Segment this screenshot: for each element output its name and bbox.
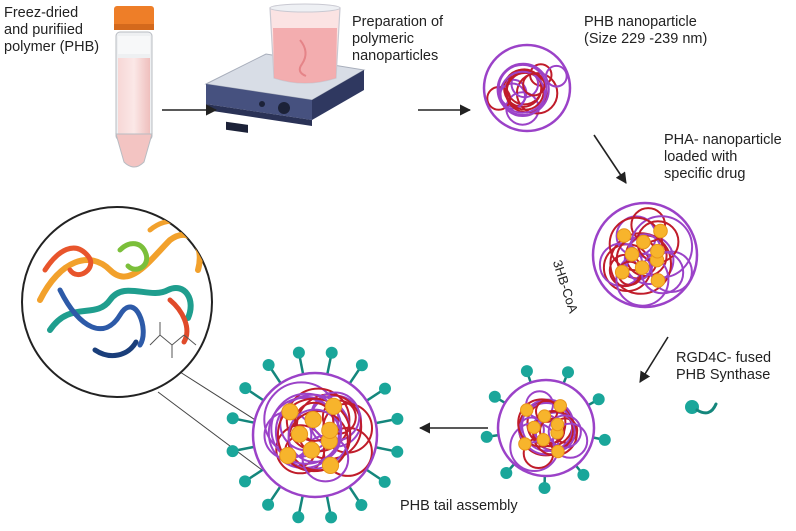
drug-molecule xyxy=(305,412,321,428)
arrow-nanoparticle-to-loaded xyxy=(594,135,626,183)
tail-assembled-nanoparticle xyxy=(227,347,404,524)
peptide-head xyxy=(239,382,251,394)
peptide-head xyxy=(481,431,493,443)
label-line: polymeric xyxy=(352,31,443,48)
zoom-connector-lower xyxy=(158,392,262,470)
peptide-head xyxy=(239,475,251,487)
drug-molecule xyxy=(651,274,665,288)
drug-molecule xyxy=(625,248,639,262)
drug-molecule xyxy=(537,434,549,446)
drug-molecule xyxy=(325,398,341,414)
peptide-head xyxy=(500,467,512,479)
peptide-head xyxy=(263,359,275,371)
peptide-head xyxy=(577,469,589,481)
label-line: nanoparticles xyxy=(352,48,443,65)
synthase-bound-nanoparticle xyxy=(481,365,611,494)
peptide-head xyxy=(292,511,304,523)
peptide-head xyxy=(227,445,239,457)
drug-molecule xyxy=(303,442,319,458)
peptide-head xyxy=(356,359,368,371)
drug-molecule xyxy=(521,404,533,416)
arrow-loaded-to-synthase xyxy=(640,337,668,382)
drug-molecule xyxy=(635,261,649,275)
peptide-head xyxy=(355,499,367,511)
drug-molecule xyxy=(637,235,651,249)
label-rgd4c-synthase: RGD4C- fused PHB Synthase xyxy=(676,350,771,384)
drug-molecule xyxy=(554,400,566,412)
drug-molecule xyxy=(322,457,338,473)
label-line: and purifiied xyxy=(4,22,99,39)
peptide-head xyxy=(521,365,533,377)
sample-tube-icon xyxy=(114,6,154,167)
drug-molecule xyxy=(322,422,338,438)
label-drug-loaded: PHA- nanoparticle loaded with specific d… xyxy=(664,132,782,183)
drug-molecule xyxy=(615,265,629,279)
peptide-head xyxy=(379,476,391,488)
peptide-head xyxy=(262,499,274,511)
label-phb-nanoparticle: PHB nanoparticle (Size 229 -239 nm) xyxy=(584,14,707,48)
label-line: Preparation of xyxy=(352,14,443,31)
drug-molecule xyxy=(519,438,531,450)
label-phb-tail-assembly: PHB tail assembly xyxy=(400,498,518,515)
label-line: PHA- nanoparticle xyxy=(664,132,782,149)
label-line: polymer (PHB) xyxy=(4,39,99,56)
peptide-head xyxy=(379,383,391,395)
label-line: RGD4C- fused xyxy=(676,350,771,367)
label-line: Freez-dried xyxy=(4,5,99,22)
peptide-head xyxy=(593,393,605,405)
peptide-head xyxy=(489,391,501,403)
drug-molecule xyxy=(654,224,668,238)
peptide-icon xyxy=(685,400,716,414)
drug-molecule xyxy=(651,244,665,258)
label-line: specific drug xyxy=(664,166,782,183)
peptide-head xyxy=(325,511,337,523)
drug-loaded-nanoparticle-icon xyxy=(593,203,697,307)
peptide-head xyxy=(391,446,403,458)
peptide-head xyxy=(293,347,305,359)
zoom-callout xyxy=(22,207,212,397)
label-line: PHB nanoparticle xyxy=(584,14,707,31)
peptide-head xyxy=(326,347,338,359)
drug-molecule xyxy=(538,410,550,422)
peptide-head xyxy=(227,412,239,424)
drug-molecule xyxy=(282,404,298,420)
drug-molecule xyxy=(552,445,564,457)
process-arrows xyxy=(162,110,668,428)
drug-molecule xyxy=(551,418,563,430)
label-freeze-dried-polymer: Freez-dried and purifiied polymer (PHB) xyxy=(4,5,99,56)
label-line: (Size 229 -239 nm) xyxy=(584,31,707,48)
drug-molecule xyxy=(280,448,296,464)
label-preparation: Preparation of polymeric nanoparticles xyxy=(352,14,443,65)
drug-molecule xyxy=(617,229,631,243)
drug-molecule xyxy=(291,426,307,442)
peptide-head xyxy=(599,434,611,446)
nanoparticle-icon xyxy=(484,45,570,131)
beaker-icon xyxy=(270,4,340,83)
drug-molecule xyxy=(528,421,540,433)
peptide-head xyxy=(562,366,574,378)
label-line: PHB Synthase xyxy=(676,367,771,384)
label-line: loaded with xyxy=(664,149,782,166)
peptide-head xyxy=(391,413,403,425)
peptide-head xyxy=(539,482,551,494)
